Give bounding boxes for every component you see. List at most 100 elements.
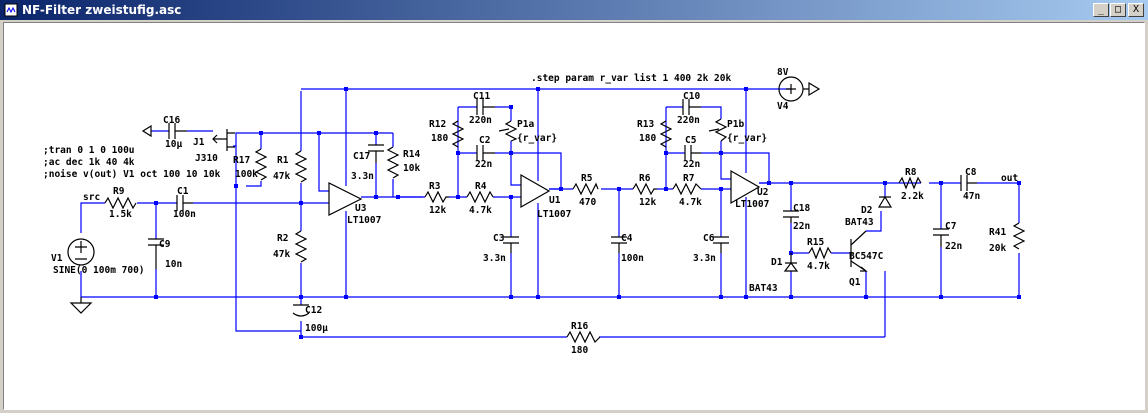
net-label-src: src	[83, 192, 100, 203]
r1-designator-label: R1	[277, 155, 289, 166]
c18-designator-label: C18	[793, 203, 810, 214]
r7-designator-label: R7	[683, 173, 694, 184]
u3-designator-label: U3	[355, 203, 367, 214]
c12-value-label: 100µ	[305, 323, 328, 334]
j1-value-label: J310	[195, 153, 218, 164]
r8-value-label: 2.2k	[901, 191, 924, 202]
v1-designator-label: V1	[51, 253, 63, 264]
c6-designator-label: C6	[703, 233, 715, 244]
q1-designator-label: Q1	[849, 277, 861, 288]
p1b-designator-label: P1b	[727, 119, 744, 130]
u2-designator-label: U2	[757, 187, 768, 198]
c5-designator-label: C5	[685, 135, 697, 146]
c10-value-label: 220n	[677, 115, 700, 126]
schematic-drawing: .step param r_var list 1 400 2k 20k ;tra…	[43, 67, 1026, 356]
r12-designator-label: R12	[429, 119, 446, 130]
r9-designator-label: R9	[113, 186, 125, 197]
ac-directive: ;ac dec 1k 40 4k	[43, 157, 135, 168]
r4-value-label: 4.7k	[469, 205, 492, 216]
c11-value-label: 220n	[469, 115, 492, 126]
r3-designator-label: R3	[429, 181, 441, 192]
net-label-out: out	[1001, 173, 1018, 184]
r12-value-label: 180	[431, 133, 448, 144]
c4-value-label: 100n	[621, 253, 644, 264]
d1-designator-label: D1	[771, 257, 783, 268]
r7-value-label: 4.7k	[679, 197, 702, 208]
v4-value-label: 8V	[777, 67, 789, 78]
c3-designator-label: C3	[493, 233, 505, 244]
c7-designator-label: C7	[945, 221, 956, 232]
d1-value-label: BAT43	[749, 283, 778, 294]
d2-designator-label: D2	[861, 205, 872, 216]
junctions	[154, 87, 1021, 339]
c17-designator-label: C17	[353, 151, 370, 162]
c1-value-label: 100n	[173, 209, 196, 220]
window-title: NF-Filter zweistufig.asc	[22, 3, 182, 17]
r4-designator-label: R4	[475, 181, 487, 192]
c3-value-label: 3.3n	[483, 253, 506, 264]
r16-value-label: 180	[571, 345, 588, 356]
c1-designator-label: C1	[177, 186, 189, 197]
c17-value-label: 3.3n	[351, 171, 374, 182]
r5-designator-label: R5	[581, 173, 593, 184]
labels: .step param r_var list 1 400 2k 20k ;tra…	[43, 67, 1018, 356]
component-symbols	[67, 76, 1026, 344]
r14-value-label: 10k	[403, 163, 420, 174]
c16-value-label: 10µ	[165, 139, 182, 150]
c6-value-label: 3.3n	[693, 253, 716, 264]
d2-value-label: BAT43	[845, 217, 874, 228]
j1-designator-label: J1	[193, 137, 205, 148]
u1-designator-label: U1	[549, 195, 561, 206]
c11-designator-label: C11	[473, 91, 490, 102]
c2-designator-label: C2	[479, 135, 490, 146]
r13-designator-label: R13	[637, 119, 654, 130]
v1-value-label: SINE(0 100m 700)	[53, 265, 145, 276]
q1-value-label: BC547C	[849, 251, 884, 262]
step-directive: .step param r_var list 1 400 2k 20k	[531, 73, 731, 84]
c10-designator-label: C10	[683, 91, 700, 102]
p1a-value-label: {r_var}	[517, 133, 557, 144]
c16-designator-label: C16	[163, 115, 180, 126]
schematic-canvas[interactable]: .step param r_var list 1 400 2k 20k ;tra…	[3, 22, 1145, 410]
c7-value-label: 22n	[945, 241, 962, 252]
r13-value-label: 180	[639, 133, 656, 144]
c4-designator-label: C4	[621, 233, 633, 244]
c12-designator-label: C12	[305, 305, 322, 316]
r14-designator-label: R14	[403, 149, 420, 160]
r41-value-label: 20k	[989, 243, 1006, 254]
minimize-button[interactable]: _	[1093, 3, 1109, 17]
r5-value-label: 470	[579, 197, 596, 208]
close-button[interactable]: X	[1128, 3, 1144, 17]
u2-value-label: LT1007	[735, 199, 769, 210]
r8-designator-label: R8	[905, 167, 917, 178]
c8-designator-label: C8	[965, 167, 977, 178]
p1a-designator-label: P1a	[517, 119, 534, 130]
r2-value-label: 47k	[273, 249, 290, 260]
c9-designator-label: C9	[159, 239, 171, 250]
r17-value-label: 100k	[235, 169, 258, 180]
r15-designator-label: R15	[807, 237, 824, 248]
title-bar[interactable]: NF-Filter zweistufig.asc _ □ X	[0, 0, 1148, 20]
tran-directive: ;tran 0 1 0 100u	[43, 145, 135, 156]
r9-value-label: 1.5k	[109, 209, 132, 220]
c9-value-label: 10n	[165, 259, 182, 270]
maximize-button[interactable]: □	[1110, 3, 1126, 17]
r6-designator-label: R6	[639, 173, 651, 184]
c18-value-label: 22n	[793, 221, 810, 232]
r2-designator-label: R2	[277, 233, 288, 244]
v4-designator-label: V4	[777, 101, 789, 112]
u3-value-label: LT1007	[347, 215, 381, 226]
r15-value-label: 4.7k	[807, 261, 830, 272]
r6-value-label: 12k	[639, 197, 656, 208]
r17-designator-label: R17	[233, 155, 250, 166]
r3-value-label: 12k	[429, 205, 446, 216]
r41-designator-label: R41	[989, 227, 1006, 238]
c5-value-label: 22n	[683, 159, 700, 170]
c2-value-label: 22n	[475, 159, 492, 170]
r1-value-label: 47k	[273, 171, 290, 182]
u1-value-label: LT1007	[537, 209, 571, 220]
noise-directive: ;noise v(out) V1 oct 100 10 10k	[43, 169, 221, 180]
c8-value-label: 47n	[963, 191, 980, 202]
p1b-value-label: {r_var}	[727, 133, 767, 144]
